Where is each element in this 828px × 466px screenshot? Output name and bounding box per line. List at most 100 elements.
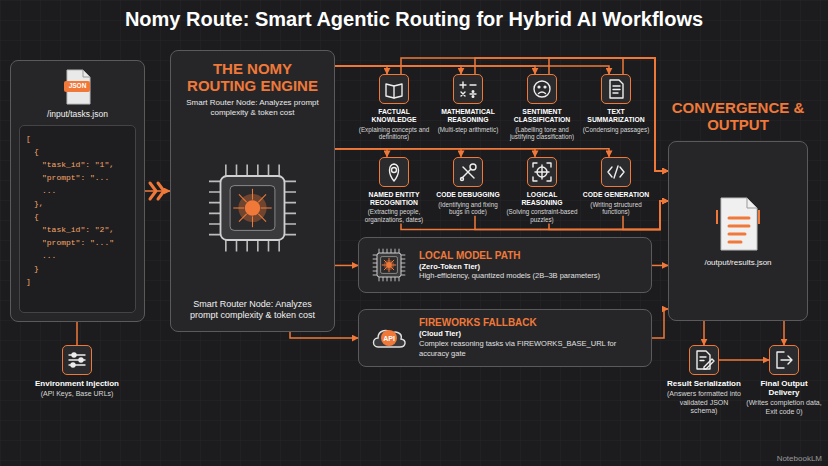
icon-svg	[454, 75, 482, 103]
code-line: "prompt": "...	[26, 171, 129, 184]
graphic-part	[377, 253, 401, 277]
graphic-part	[239, 214, 247, 222]
graphic-part	[472, 96, 474, 98]
icon-box	[62, 345, 92, 375]
step-description: (Writes completion data, Exit code 0)	[746, 399, 822, 416]
task-title: NAMED ENTITY RECOGNITION	[358, 191, 430, 207]
icon-glyph	[533, 163, 551, 181]
graphic-part	[460, 82, 466, 88]
connector	[335, 149, 387, 157]
graphic-part	[391, 260, 394, 263]
code-line: {	[26, 145, 129, 158]
step-node: Result Serialization(Answers formatted i…	[666, 345, 742, 415]
task-description: (Extracting people, organizations, dates…	[358, 208, 430, 223]
graphic-part	[252, 217, 253, 228]
graphic-part	[393, 86, 394, 98]
code-line: "task_id": "1",	[26, 158, 129, 171]
graphic-part	[461, 177, 464, 180]
tier-heading: FIREWORKS FALLBACK	[419, 317, 641, 329]
connector	[335, 66, 387, 74]
graphic-part: LOCAL MODEL PATH(Zero-Token Tier)High-ef…	[419, 250, 600, 282]
graphic-part	[390, 164, 399, 181]
task-title: MATHEMATICAL REASONING	[432, 108, 504, 124]
icon-glyph	[534, 81, 550, 97]
graphic-part	[391, 268, 394, 271]
icon-box	[379, 157, 409, 187]
input-panel: JSON/input/tasks.json[{"task_id": "1","p…	[10, 60, 145, 322]
code-line: }	[26, 262, 129, 275]
file-path: /output/results.json	[704, 258, 771, 267]
graphic-part	[221, 176, 285, 240]
graphic-part	[539, 92, 546, 94]
code-block: [{"task_id": "1","prompt": "......},{"ta…	[19, 125, 136, 313]
graphic-part	[258, 214, 266, 222]
code-line: "task_id": "2",	[26, 223, 129, 236]
icon-glyph	[460, 82, 476, 97]
icon-box	[453, 157, 483, 187]
graphic-part	[386, 263, 392, 269]
panel-heading: THE NOMY ROUTING ENGINE	[179, 61, 326, 94]
graphic-part	[239, 195, 247, 203]
chevrons	[150, 183, 164, 199]
tier-icon-svg	[369, 245, 409, 285]
task-description: (Explaining concepts and definitions)	[358, 126, 430, 141]
connector	[549, 58, 668, 171]
router-chip	[179, 149, 326, 267]
graphic-part	[209, 165, 296, 252]
output-panel: CONVERGENCE & OUTPUT/output/results.json	[668, 100, 808, 321]
code-line: },	[26, 197, 129, 210]
graphic-part	[381, 257, 398, 274]
icon-glyph	[777, 352, 792, 368]
chip-illustration	[373, 249, 406, 282]
task-description: (Identifying and fixing bugs in code)	[432, 201, 504, 216]
graphic-part	[209, 165, 296, 252]
graphic-part	[613, 86, 620, 93]
tier-subheading: (Zero-Token Tier)	[419, 262, 600, 272]
task-node: CODE GENERATION(Writing structured funct…	[580, 157, 652, 216]
panel-subheading: Smart Router Node: Analyzes prompt compl…	[179, 98, 326, 118]
connector	[719, 359, 769, 361]
file-path: /input/tasks.json	[47, 109, 108, 119]
icon-svg	[528, 75, 556, 103]
graphic-part	[729, 218, 749, 242]
graphic-part	[781, 356, 792, 364]
connector	[703, 321, 705, 345]
graphic-part	[79, 358, 83, 362]
graphic-part	[461, 92, 465, 96]
connector	[335, 149, 609, 157]
graphic-part	[64, 81, 90, 92]
result-file-icon	[715, 196, 761, 252]
task-title: TEXT SUMMARIZATION	[580, 108, 652, 124]
graphic-part	[392, 265, 396, 266]
graphic-part	[389, 258, 390, 262]
graphic-part	[463, 167, 474, 178]
graphic-part	[472, 91, 474, 93]
chip-illustration	[209, 165, 296, 252]
diagram-title: Nomy Route: Smart Agentic Routing for Hy…	[0, 8, 828, 31]
connector	[475, 58, 668, 171]
graphic-part	[610, 80, 623, 98]
graphic-part	[533, 163, 551, 181]
graphic-part	[382, 265, 386, 266]
code-line: {	[26, 210, 129, 223]
graphic-part	[384, 268, 387, 271]
graphic-part	[386, 84, 402, 98]
step-title: Final Output Delivery	[746, 379, 822, 397]
icon-glyph	[461, 164, 477, 181]
task-node: FACTUAL KNOWLEDGE(Explaining concepts an…	[358, 74, 430, 141]
task-node: LOGICAL REASONING(Solving constraint-bas…	[506, 157, 578, 224]
task-title: SENTIMENT CLASSIFICATION	[506, 108, 578, 124]
step-node: Environment Injection(API Keys, Base URL…	[27, 345, 127, 399]
connector	[335, 149, 461, 157]
tier-icon: API	[369, 318, 409, 358]
graphic-part	[209, 165, 296, 252]
icon-glyph	[386, 84, 402, 98]
tier-subheading: (Cloud Tier)	[419, 329, 641, 339]
task-node: NAMED ENTITY RECOGNITION(Extracting peop…	[358, 157, 430, 224]
task-description: (Multi-step arithmetic)	[438, 126, 499, 134]
icon-svg	[690, 346, 718, 374]
connector	[335, 265, 358, 267]
icon-svg	[380, 158, 408, 186]
code-line: ...	[26, 184, 129, 197]
task-description: (Solving constraint-based puzzles)	[506, 208, 578, 223]
